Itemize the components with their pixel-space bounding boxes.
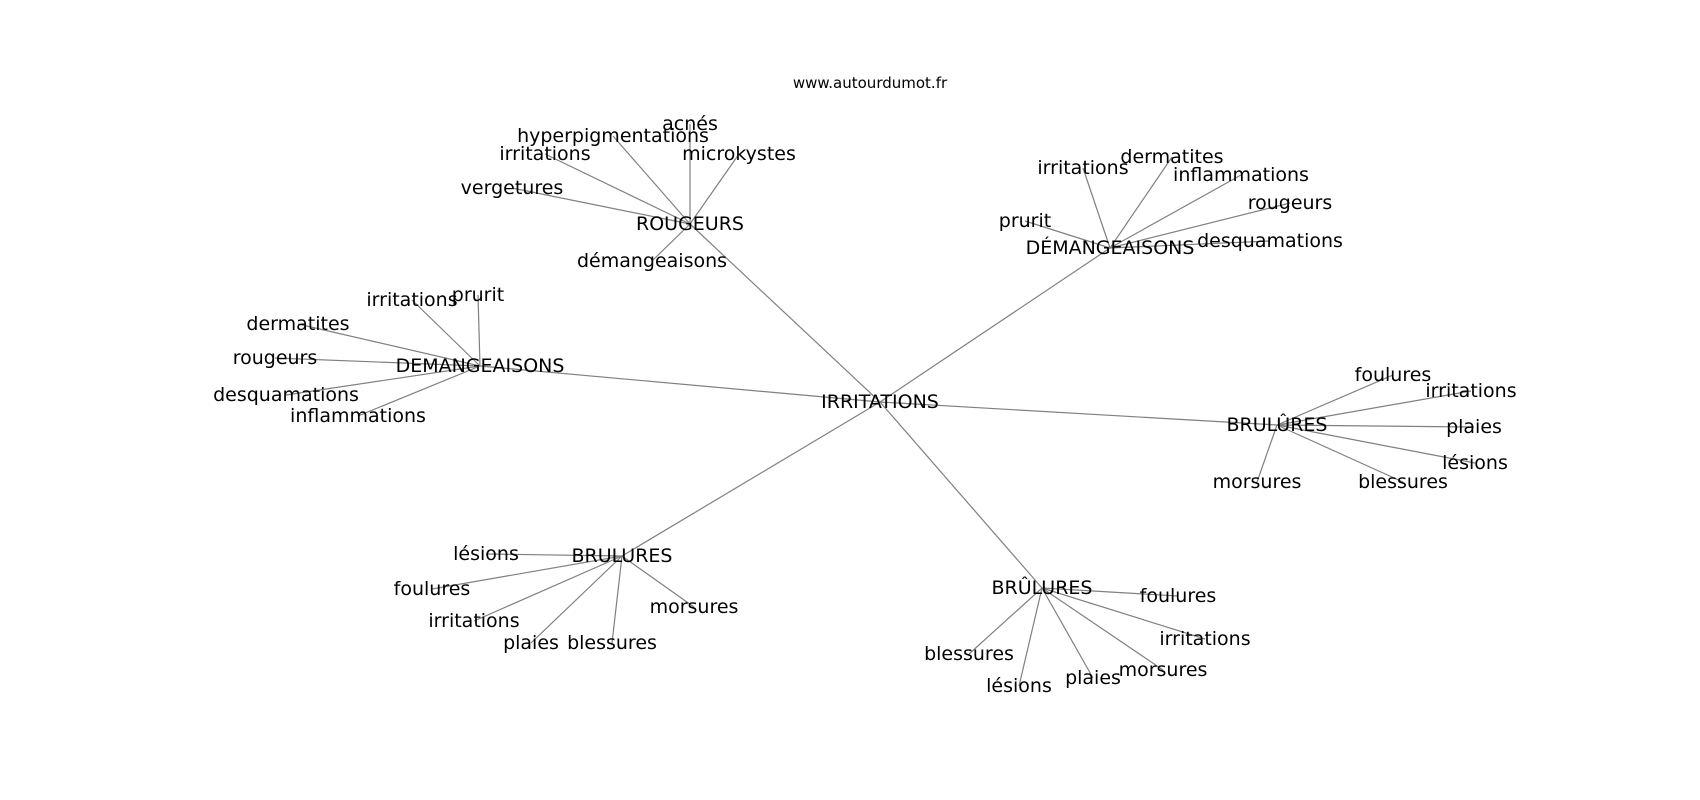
graph-edge — [1041, 587, 1206, 640]
graph-edge — [651, 223, 691, 262]
graph-node-label: dermatites — [246, 313, 349, 335]
graph-edge — [879, 401, 1278, 426]
graph-node-label: desquamations — [213, 384, 359, 406]
graph-node-label: plaies — [503, 632, 559, 654]
graph-edge — [1276, 374, 1394, 426]
graph-edge — [357, 365, 481, 417]
graph-node-label: IRRITATIONS — [821, 391, 939, 413]
graph-edge — [968, 587, 1043, 655]
graph-node-label: BRÛLURES — [992, 575, 1093, 599]
graph-node-label: dermatites — [1120, 146, 1223, 168]
graph-node-label: DEMANGEAISONS — [396, 355, 565, 377]
graph-node-label: irritations — [1159, 628, 1250, 650]
graph-node-label: inflammations — [290, 405, 426, 427]
graph-node-label: morsures — [650, 596, 739, 618]
site-credit: www.autourdumot.fr — [793, 74, 948, 92]
graph-node-label: morsures — [1119, 659, 1208, 681]
graph-node-label: irritations — [499, 143, 590, 165]
graph-edge — [1256, 424, 1278, 483]
graph-edge — [297, 323, 481, 367]
graph-edge — [431, 555, 623, 590]
graph-edge — [274, 357, 481, 367]
graph-node-label: rougeurs — [1248, 192, 1333, 214]
graph-edge — [1276, 424, 1404, 483]
graph-edge — [544, 153, 691, 225]
graph-edge — [1276, 390, 1472, 426]
graph-node-label: microkystes — [682, 143, 796, 165]
graph-node-label: desquamations — [1197, 230, 1343, 252]
graph-edge — [473, 555, 623, 622]
graph-edge — [1276, 424, 1476, 464]
graph-edge — [285, 365, 481, 396]
graph-node-label: blessures — [567, 632, 657, 654]
graph-node-label: BRULÛRES — [1227, 412, 1328, 436]
graph-edge — [479, 365, 881, 403]
graph-edge — [879, 247, 1111, 403]
graph-node-label: démangeaisons — [577, 250, 727, 272]
graph-node-label: irritations — [366, 289, 457, 311]
graph-edge — [1276, 424, 1475, 428]
graph-node-label: prurit — [999, 210, 1051, 232]
graph-edge — [1024, 220, 1111, 249]
graph-node-label: foulures — [1355, 364, 1432, 386]
graph-edge — [621, 555, 695, 608]
graph-node-label: DÉMANGEAISONS — [1026, 236, 1195, 259]
graph-node-label: lésions — [453, 543, 519, 565]
graph-edge — [689, 223, 881, 403]
graph-edge — [485, 553, 623, 557]
graph-node-label: inflammations — [1173, 164, 1309, 186]
graph-edge — [621, 401, 881, 557]
graph-node-label: blessures — [1358, 471, 1448, 493]
graph-edge — [511, 187, 691, 225]
graph-node-label: acnés — [662, 113, 718, 135]
graph-edge — [689, 153, 740, 225]
graph-node-label: plaies — [1446, 416, 1502, 438]
graph-node-label: rougeurs — [233, 347, 318, 369]
graph-edge — [530, 555, 623, 644]
graph-node-label: vergetures — [461, 177, 564, 199]
graph-node-label: irritations — [428, 610, 519, 632]
graph-edge — [1041, 587, 1164, 671]
graph-node-label: hyperpigmentations — [517, 125, 709, 147]
graph-node-label: ROUGEURS — [636, 213, 744, 235]
graph-node-label: BRULURES — [572, 545, 673, 567]
graph-edge — [1109, 202, 1291, 249]
graph-node-label: morsures — [1213, 471, 1302, 493]
graph-nodes: IRRITATIONS ROUGEURS DÉMANGEAISONS DEMANGEA… — [213, 113, 1517, 697]
graph-edge — [612, 135, 691, 225]
graph-edge — [611, 555, 623, 644]
graph-edge — [1018, 587, 1043, 687]
graph-node-label: blessures — [924, 643, 1014, 665]
graph-edge — [1109, 156, 1173, 249]
graph-edges — [274, 124, 1476, 687]
graph-edge — [1109, 174, 1242, 249]
graph-node-label: foulures — [1140, 585, 1217, 607]
graph-edge — [1041, 587, 1094, 679]
graph-node-label: plaies — [1065, 667, 1121, 689]
graph-edge — [477, 294, 481, 367]
graph-node-label: foulures — [394, 578, 471, 600]
graph-node-label: lésions — [1442, 452, 1508, 474]
graph-edge — [1041, 587, 1179, 597]
graph-edge — [1109, 240, 1271, 249]
graph-node-label: prurit — [452, 284, 504, 306]
graph-node-label: lésions — [986, 675, 1052, 697]
graph-node-label: irritations — [1425, 380, 1516, 402]
graph-edge — [1082, 167, 1111, 249]
graph-edge — [879, 401, 1043, 589]
graph-edge — [411, 299, 481, 367]
graph-node-label: irritations — [1037, 157, 1128, 179]
